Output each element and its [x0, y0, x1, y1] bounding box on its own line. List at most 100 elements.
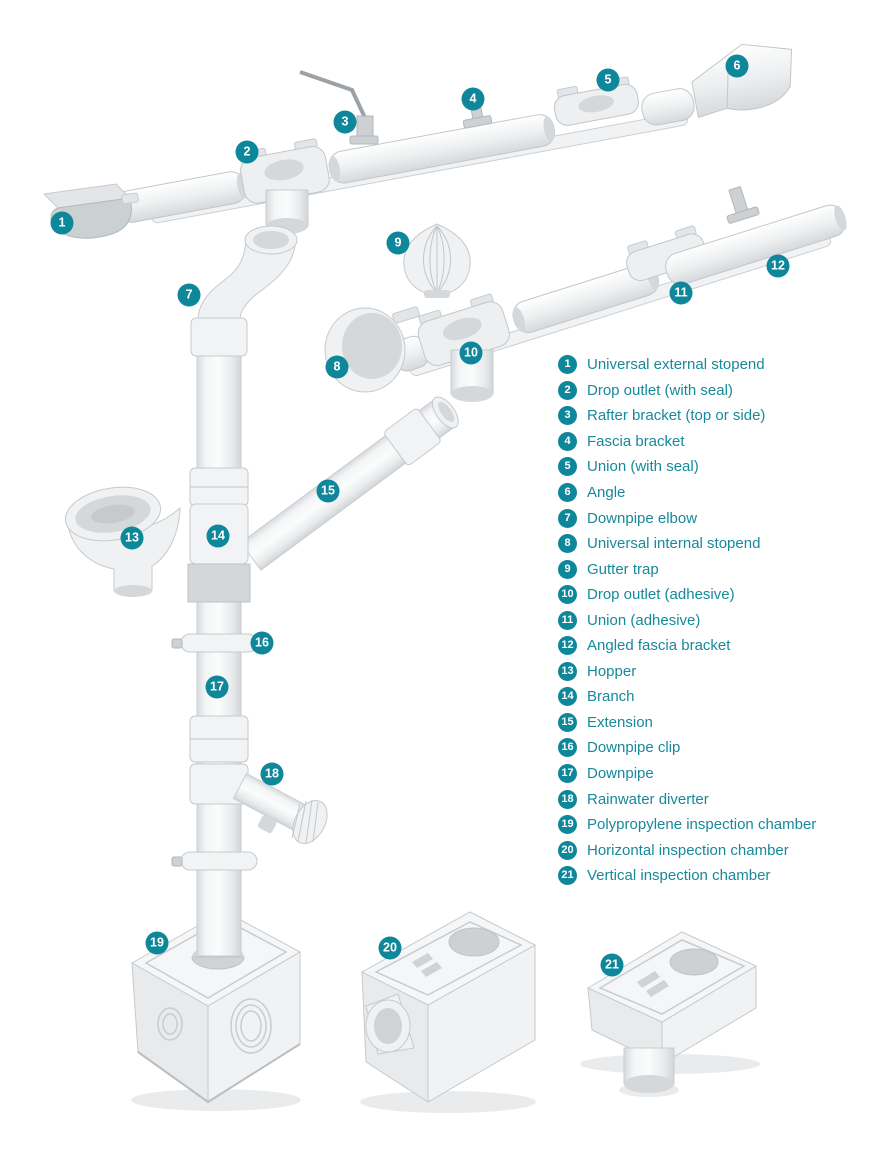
legend-item: 7 Downpipe elbow	[558, 505, 816, 531]
legend-item: 18 Rainwater diverter	[558, 786, 816, 812]
legend-label: Fascia bracket	[587, 432, 685, 450]
legend-number-badge: 14	[558, 687, 577, 707]
legend-number-badge: 15	[558, 712, 577, 732]
legend-label: Vertical inspection chamber	[587, 867, 771, 885]
legend-item: 10 Drop outlet (adhesive)	[558, 582, 816, 608]
legend-label: Extension	[587, 713, 653, 731]
legend-number-badge: 10	[558, 585, 577, 605]
legend-label: Universal external stopend	[587, 356, 765, 374]
part-downpipe	[191, 351, 245, 970]
legend-label: Polypropylene inspection chamber	[587, 816, 817, 834]
part-horizontal-inspection-chamber	[360, 911, 537, 1113]
part-number-badge: 17	[205, 675, 229, 699]
part-number-badge: 3	[333, 110, 357, 134]
legend-number-badge: 6	[558, 483, 577, 502]
part-number-badge: 21	[600, 953, 624, 977]
downpipe-coupling-upper	[189, 467, 249, 507]
part-number-badge: 19	[145, 931, 169, 955]
parts-legend: 1 Universal external stopend 2 Drop outl…	[558, 352, 816, 888]
part-downpipe-clip	[171, 633, 258, 653]
part-number-badge: 8	[325, 355, 349, 379]
part-rainwater-diverter	[189, 763, 328, 844]
legend-number-badge: 1	[558, 355, 577, 375]
legend-label: Drop outlet (with seal)	[587, 381, 733, 399]
part-extension	[240, 396, 459, 571]
part-angle-corner	[691, 43, 793, 119]
legend-item: 2 Drop outlet (with seal)	[558, 378, 816, 404]
part-number-badge: 14	[206, 524, 230, 548]
part-number-badge: 15	[316, 479, 340, 503]
part-number-badge: 20	[378, 936, 402, 960]
legend-item: 6 Angle	[558, 480, 816, 506]
legend-item: 16 Downpipe clip	[558, 735, 816, 761]
legend-label: Union (with seal)	[587, 458, 699, 476]
downpipe-clip-lower	[171, 851, 258, 871]
legend-number-badge: 17	[558, 764, 577, 784]
legend-number-badge: 16	[558, 738, 577, 758]
legend-number-badge: 19	[558, 815, 577, 835]
legend-item: 1 Universal external stopend	[558, 352, 816, 378]
legend-item: 5 Union (with seal)	[558, 454, 816, 480]
legend-label: Horizontal inspection chamber	[587, 841, 789, 859]
legend-number-badge: 12	[558, 636, 577, 656]
part-number-badge: 11	[669, 281, 693, 305]
legend-item: 8 Universal internal stopend	[558, 531, 816, 557]
legend-label: Gutter trap	[587, 560, 659, 578]
legend-label: Universal internal stopend	[587, 535, 761, 553]
legend-item: 17 Downpipe	[558, 761, 816, 787]
part-union-adhesive	[626, 225, 707, 282]
part-number-badge: 7	[177, 283, 201, 307]
legend-item: 21 Vertical inspection chamber	[558, 863, 816, 889]
part-number-badge: 16	[250, 631, 274, 655]
part-rafter-bracket	[299, 70, 379, 145]
part-number-badge: 6	[725, 54, 749, 78]
legend-label: Rafter bracket (top or side)	[587, 407, 766, 425]
legend-number-badge: 18	[558, 789, 577, 809]
legend-number-badge: 2	[558, 380, 577, 400]
legend-item: 14 Branch	[558, 684, 816, 710]
legend-item: 4 Fascia bracket	[558, 429, 816, 455]
legend-number-badge: 11	[558, 610, 577, 630]
legend-label: Rainwater diverter	[587, 790, 709, 808]
part-number-badge: 1	[50, 211, 74, 235]
legend-number-badge: 5	[558, 457, 577, 477]
legend-number-badge: 9	[558, 559, 577, 579]
legend-label: Union (adhesive)	[587, 611, 701, 629]
legend-item: 11 Union (adhesive)	[558, 607, 816, 633]
legend-item: 9 Gutter trap	[558, 556, 816, 582]
part-drop-outlet-with-seal	[240, 138, 330, 204]
legend-label: Drop outlet (adhesive)	[587, 586, 735, 604]
legend-item: 19 Polypropylene inspection chamber	[558, 812, 816, 838]
legend-item: 13 Hopper	[558, 659, 816, 685]
legend-label: Hopper	[587, 662, 637, 680]
legend-number-badge: 8	[558, 534, 577, 554]
legend-label: Branch	[587, 688, 635, 706]
legend-label: Angle	[587, 484, 626, 501]
part-angled-fascia-bracket	[726, 186, 760, 224]
part-number-badge: 13	[120, 526, 144, 550]
part-number-badge: 2	[235, 140, 259, 164]
part-vertical-inspection-chamber	[580, 931, 760, 1097]
part-gutter-trap	[403, 223, 471, 298]
legend-number-badge: 13	[558, 661, 577, 681]
legend-item: 20 Horizontal inspection chamber	[558, 837, 816, 863]
legend-item: 15 Extension	[558, 710, 816, 736]
part-union-with-seal	[553, 76, 639, 126]
part-number-badge: 4	[461, 87, 485, 111]
part-hopper	[64, 486, 181, 597]
legend-number-badge: 21	[558, 866, 577, 886]
downpipe-gray-sleeve	[187, 563, 251, 603]
legend-label: Angled fascia bracket	[587, 637, 731, 655]
part-number-badge: 9	[386, 231, 410, 255]
legend-number-badge: 3	[558, 406, 577, 426]
legend-number-badge: 20	[558, 840, 577, 860]
part-number-badge: 10	[459, 341, 483, 365]
part-number-badge: 18	[260, 762, 284, 786]
legend-item: 12 Angled fascia bracket	[558, 633, 816, 659]
part-downpipe-elbow	[190, 225, 298, 357]
legend-item: 3 Rafter bracket (top or side)	[558, 403, 816, 429]
part-number-badge: 5	[596, 68, 620, 92]
part-number-badge: 12	[766, 254, 790, 278]
